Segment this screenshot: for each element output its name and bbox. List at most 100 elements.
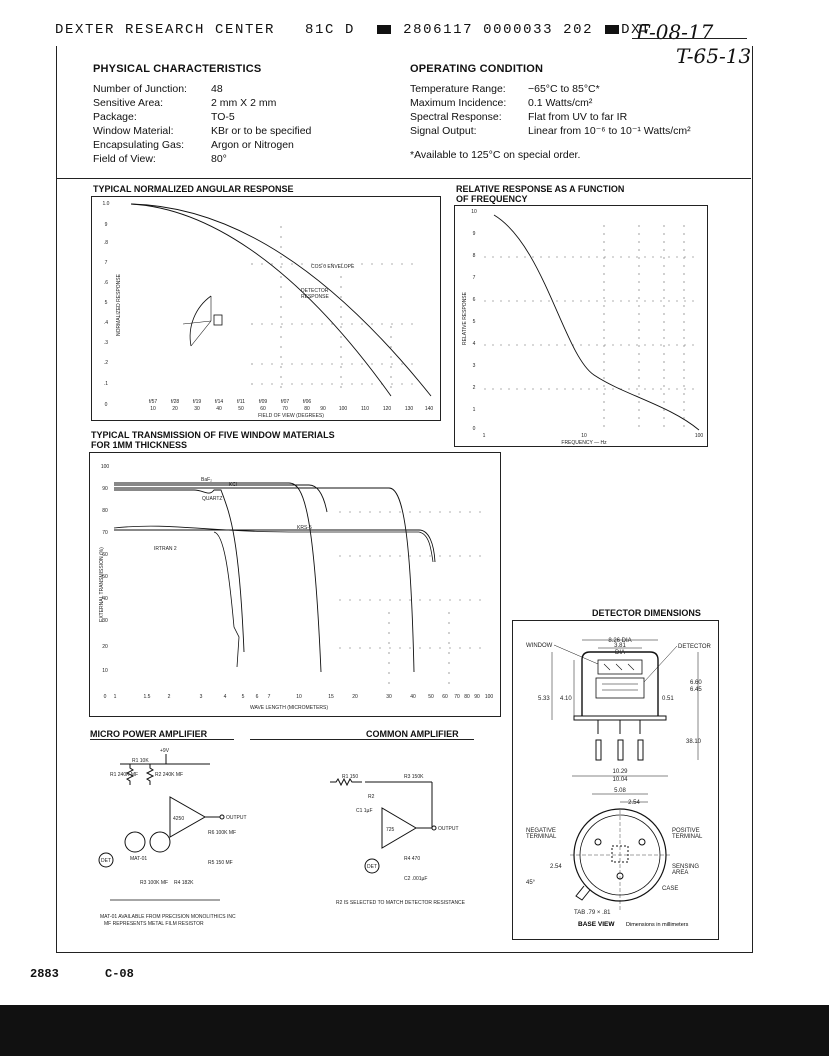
x-tick: 40 <box>216 406 222 412</box>
x-tick: 70 <box>282 406 288 412</box>
title-rule <box>90 739 234 740</box>
page-frame <box>56 46 753 953</box>
tab-label: TAB .79 × .81 <box>574 910 611 916</box>
dim-4-10: 4.10 <box>560 696 572 702</box>
fnum-tick: f/07 <box>281 399 290 405</box>
page-number: 2883 <box>30 967 59 981</box>
scan-bottom-bar <box>0 1005 829 1056</box>
dim-38-10: 38.10 <box>686 739 702 745</box>
quartz-drop-curve <box>213 531 240 668</box>
y-tick: .6 <box>104 280 108 286</box>
x-tick: 120 <box>383 406 392 412</box>
kcl-curve-part <box>114 484 328 513</box>
y-tick: 4 <box>473 341 476 347</box>
dim-10-04: 10.04 <box>612 777 628 783</box>
handwritten-code-2: T-65-13 <box>676 44 752 68</box>
tab-icon <box>575 885 591 901</box>
x-tick: 1 <box>483 433 486 439</box>
common-amp-schematic: R1 150 R3 150K R2 C1 1µF 725 OUTPUT R4 4… <box>330 774 466 906</box>
ic-label: 725 <box>386 827 395 833</box>
detector-icon <box>213 314 223 326</box>
detector-label: DETECTOR <box>301 288 329 294</box>
units-label: Dimensions in millimeters <box>626 922 689 928</box>
case-label: CASE <box>662 886 678 892</box>
dim-0-51: 0.51 <box>662 696 674 702</box>
dim-10-29: 10.29 <box>612 769 628 775</box>
y-tick: 20 <box>102 644 108 650</box>
window-label: WINDOW <box>526 643 553 649</box>
physical-row: Sensitive Area:2 mm X 2 mm <box>93 97 277 109</box>
y-axis-label: RELATIVE RESPONSE <box>462 291 468 345</box>
x-tick: 6 <box>256 694 259 700</box>
resistor-icon <box>125 764 135 785</box>
det-label: DET <box>101 858 111 864</box>
baf2-curve <box>114 482 322 673</box>
x-tick: 40 <box>410 694 416 700</box>
r6-label: R6 100K MF <box>208 830 236 836</box>
y-tick: .4 <box>104 320 108 326</box>
note: R2 IS SELECTED TO MATCH DETECTOR RESISTA… <box>336 900 466 906</box>
x-tick: 4 <box>224 694 227 700</box>
transmission-title: TYPICAL TRANSMISSION OF FIVE WINDOW MATE… <box>91 430 335 450</box>
chart-frame <box>89 452 501 717</box>
fnum-tick: f/06 <box>303 399 312 405</box>
y-tick: 60 <box>102 552 108 558</box>
c2-label: C2 .001µF <box>404 876 427 882</box>
positive-terminal-label: TERMINAL <box>672 834 703 840</box>
output-label: OUTPUT <box>438 826 459 832</box>
kcl-label: KCl <box>229 482 237 488</box>
detector-dimensions-drawing: 8.26 DIA 3.81 DIA WINDOW DETECTOR 5.33 4… <box>512 620 719 940</box>
micro-amp-schematic: +9V R1 10K R1 240K MF R2 240K MF 4250 OU… <box>98 748 247 927</box>
negative-pin-icon <box>594 838 602 846</box>
operating-row: Spectral Response:Flat from UV to far IR <box>410 111 628 123</box>
dim-6-60: 6.60 <box>690 680 702 686</box>
physical-row: Window Material:KBr or to be specified <box>93 125 312 137</box>
detector-symbol-icon <box>364 858 380 874</box>
r4-label: R4 470 <box>404 856 420 862</box>
x-tick: 20 <box>352 694 358 700</box>
y-tick: 2 <box>473 385 476 391</box>
y-axis-label: NORMALIZED RESPONSE <box>116 273 122 336</box>
physical-row: Field of View:80° <box>93 153 227 165</box>
y-tick: 90 <box>102 486 108 492</box>
negative-terminal-label: NEGATIVE <box>526 828 556 834</box>
y-tick: 9 <box>473 231 476 237</box>
chart-frame <box>454 205 708 447</box>
page-code: C-08 <box>105 967 134 981</box>
x-tick: 15 <box>328 694 334 700</box>
note-2: MF REPRESENTS METAL FILM RESISTOR <box>104 921 204 927</box>
x-tick: 100 <box>695 433 704 439</box>
detector-response-curve <box>130 203 392 397</box>
physical-row: Number of Junction:48 <box>93 83 223 95</box>
quartz-label: QUARTZ <box>202 496 222 502</box>
v-label: +9V <box>160 748 170 754</box>
transmission-chart: 100 90 80 70 60 50 40 30 20 10 0 EXTERNA… <box>89 452 501 717</box>
cos-envelope-curve <box>130 203 432 397</box>
handwritten-underline <box>632 38 747 39</box>
x-tick: 10 <box>581 433 587 439</box>
x-tick: 60 <box>260 406 266 412</box>
operating-row: Maximum Incidence:0.1 Watts/cm² <box>410 97 593 109</box>
can-outline <box>581 651 659 716</box>
can-flange <box>573 715 667 721</box>
y-tick: 8 <box>473 253 476 259</box>
y-tick: 70 <box>102 530 108 536</box>
y-tick: .8 <box>104 240 108 246</box>
y-tick: 100 <box>101 464 110 470</box>
r1-label: R1 150 <box>342 774 358 780</box>
r1b-label: R1 240K MF <box>110 772 138 778</box>
resistor-icon <box>145 764 155 785</box>
x-axis-label: FREQUENCY — Hz <box>561 440 607 446</box>
y-tick: 30 <box>102 618 108 624</box>
note-1: MAT-01 AVAILABLE FROM PRECISION MONOLITH… <box>100 914 236 920</box>
op-amp-icon <box>169 796 207 838</box>
x-tick: 50 <box>238 406 244 412</box>
black-block-icon <box>377 24 392 34</box>
kcl-curve <box>114 487 415 673</box>
fnum-tick: f/57 <box>149 399 158 405</box>
operating-title: OPERATING CONDITION <box>410 63 544 75</box>
y-tick: 80 <box>102 508 108 514</box>
fnum-tick: f/19 <box>193 399 202 405</box>
dimensions-title: DETECTOR DIMENSIONS <box>592 608 701 618</box>
operating-row: Temperature Range:−65°C to 85°C* <box>410 83 600 95</box>
